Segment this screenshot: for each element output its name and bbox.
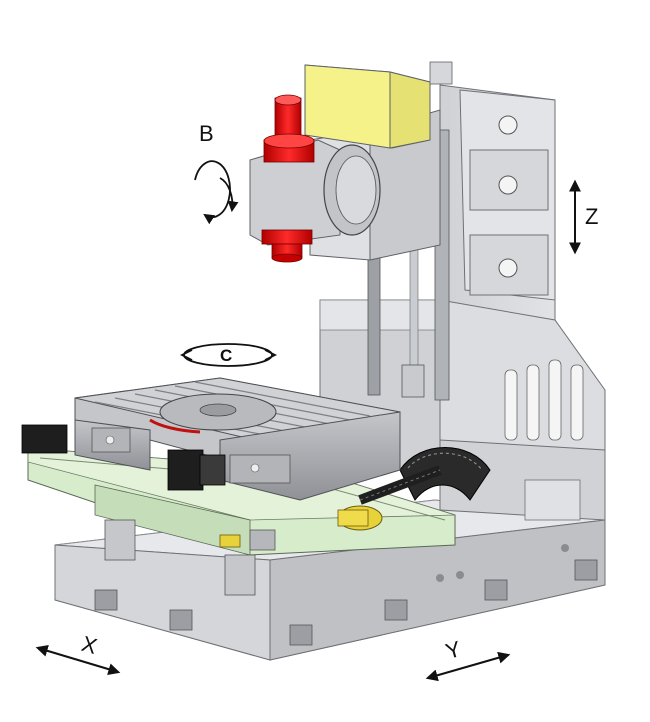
z-guide-rails: [367, 129, 450, 401]
base-support-blocks: [104, 519, 276, 596]
z-axis-indicator: Z: [569, 179, 598, 255]
y-axis-indicator: Y: [425, 636, 511, 682]
drive-motors: [21, 424, 226, 491]
c-axis-label: C: [220, 346, 232, 365]
b-axis-rotary-head: [249, 94, 381, 263]
cable-chain: [358, 447, 491, 505]
b-axis-label: B: [199, 121, 214, 146]
b-axis-indicator: B: [194, 121, 239, 225]
column-ribs: [504, 359, 584, 441]
c-axis-indicator: C: [179, 343, 278, 367]
z-axis-label: Z: [585, 204, 598, 229]
spindle-motor: [304, 61, 453, 149]
x-axis-label: X: [79, 631, 100, 659]
c-axis-rotary-table: [74, 377, 401, 501]
y-axis-label: Y: [443, 636, 464, 664]
x-axis-indicator: X: [35, 631, 121, 675]
y-axis-drive: [219, 505, 383, 548]
